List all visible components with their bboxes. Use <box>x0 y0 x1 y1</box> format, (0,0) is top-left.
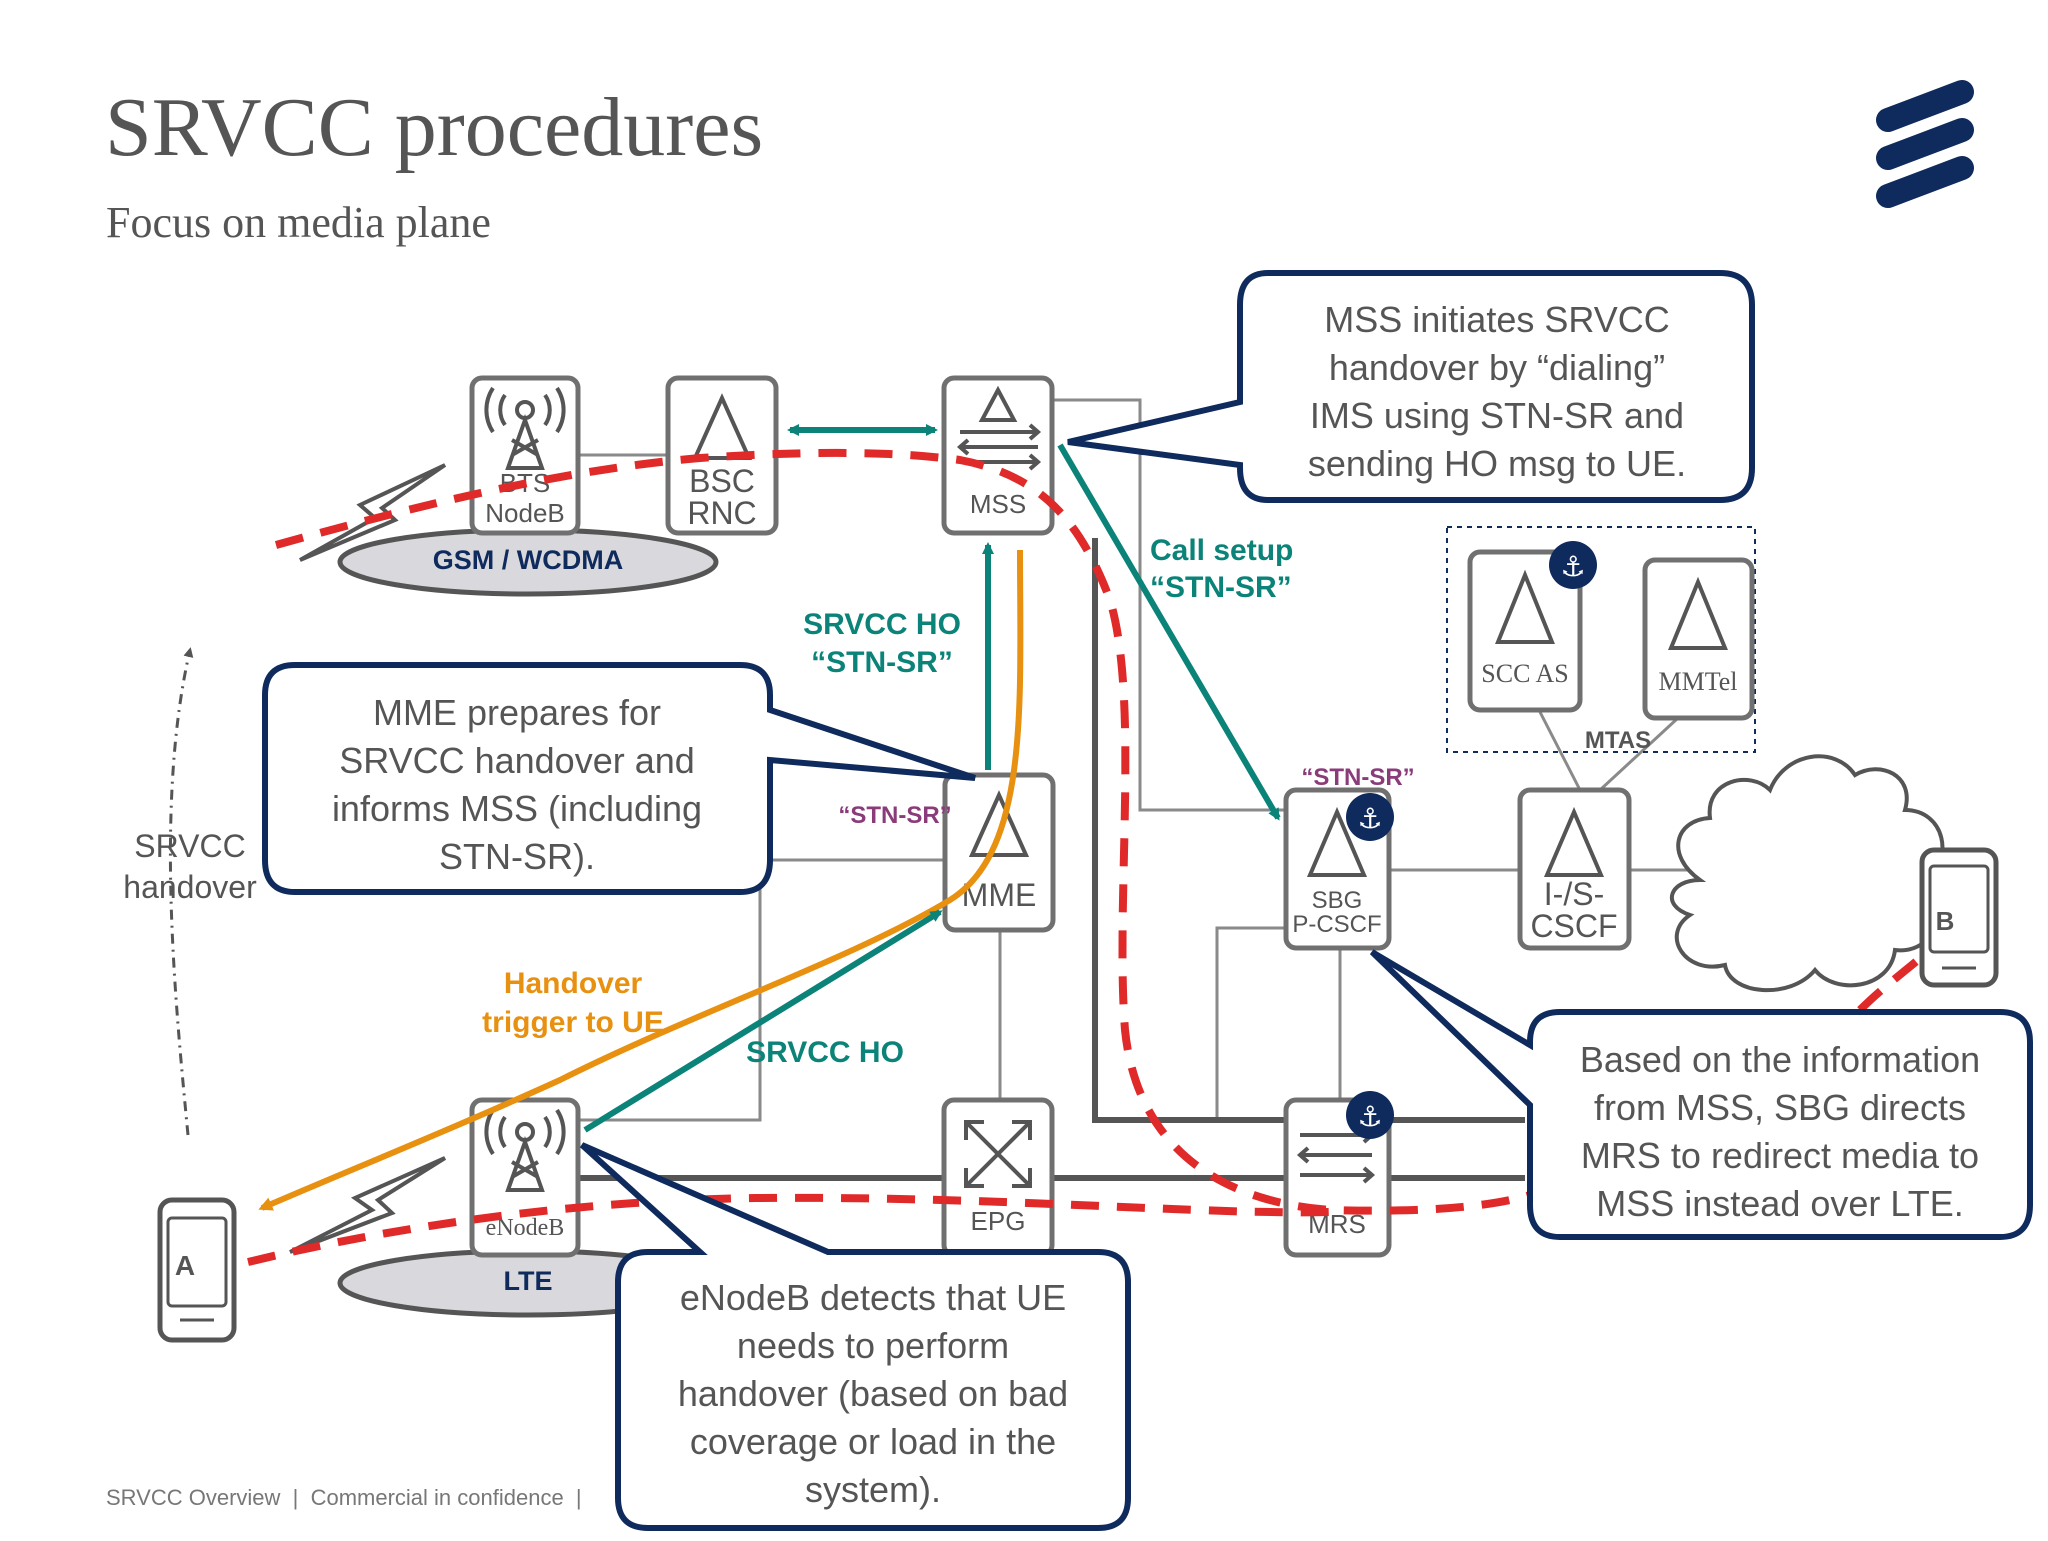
callout-mme-line-3: informs MSS (including <box>332 788 702 829</box>
mss-label: MSS <box>970 489 1026 519</box>
callout-sbg-line-4: MSS instead over LTE. <box>1596 1183 1964 1224</box>
mtas-label: MTAS <box>1585 727 1651 754</box>
phone-a: A <box>157 1197 237 1343</box>
bsc-rnc-node: BSC RNC <box>665 375 779 536</box>
core-bearer-path <box>578 538 1525 1181</box>
callout-mss-line-3: IMS using STN-SR and <box>1310 395 1684 436</box>
lte-area-label: LTE <box>504 1266 553 1296</box>
srvcc-handover-label-2: handover <box>123 869 257 905</box>
mmtel-label: MMTel <box>1658 667 1737 696</box>
anchor-badge <box>1549 541 1597 589</box>
cscf-label-2: CSCF <box>1530 908 1617 944</box>
footer-text: SRVCC Overview | Commercial in confidenc… <box>106 1485 582 1510</box>
page-subtitle: Focus on media plane <box>106 198 491 247</box>
triangle-icon <box>1668 576 1728 650</box>
scc-as-label: SCC AS <box>1481 659 1568 688</box>
callout-mme-line-4: STN-SR). <box>439 836 595 877</box>
mmtel-node: MMTel <box>1642 557 1755 721</box>
enodeb-mme-arrow <box>583 909 943 1133</box>
gsm-area-label: GSM / WCDMA <box>433 545 623 575</box>
anchor-icon: ⚓ <box>1560 551 1585 582</box>
call-setup-label-2: “STN-SR” <box>1150 571 1292 604</box>
triangle-icon <box>691 393 753 460</box>
callout-mme-line-1: MME prepares for <box>373 692 661 733</box>
callout-enodeb-line-5: system). <box>805 1469 941 1510</box>
cscf-node: I-/S- CSCF <box>1517 787 1632 951</box>
stn-sr-mme-label: “STN-SR” <box>838 802 951 829</box>
callout-enodeb-line-1: eNodeB detects that UE <box>680 1277 1066 1318</box>
radio-link-icon <box>289 1156 447 1254</box>
phone-b-label: B <box>1936 906 1955 936</box>
call-setup-arrow <box>1057 443 1281 821</box>
radio-link-icon <box>299 463 447 562</box>
nodeb-label: NodeB <box>485 498 565 528</box>
ericsson-logo-icon <box>1876 80 1974 208</box>
rnc-label: RNC <box>687 495 756 531</box>
media-path <box>247 448 1921 1266</box>
anchor-badge <box>1346 1091 1394 1139</box>
handover-trigger-label-1: Handover <box>504 967 643 1000</box>
anchor-icon: ⚓ <box>1357 1101 1382 1132</box>
callout-sbg: Based on the information from MSS, SBG d… <box>1369 949 2033 1240</box>
handover-trigger-arrow <box>258 549 1024 1211</box>
triangle-icon <box>968 790 1030 857</box>
callout-mme-line-2: SRVCC handover and <box>339 740 695 781</box>
handover-trigger-label-2: trigger to UE <box>482 1006 664 1039</box>
triangle-icon <box>1495 569 1555 644</box>
callout-enodeb: eNodeB detects that UE needs to perform … <box>579 1142 1131 1531</box>
callout-enodeb-line-3: handover (based on bad <box>678 1373 1068 1414</box>
scc-as-node: SCC AS ⚓ <box>1467 541 1597 713</box>
srvcc-ho-bottom-label: SRVCC HO <box>746 1036 904 1069</box>
sbg-pcscf-node: SBG P-CSCF ⚓ <box>1283 787 1394 951</box>
anchor-badge <box>1346 793 1394 841</box>
phone-a-label: A <box>175 1250 195 1281</box>
mtas-group <box>1446 526 1756 753</box>
ims-cloud <box>1669 754 1945 992</box>
call-setup-label-1: Call setup <box>1150 534 1293 567</box>
mobile-phone-icon <box>1919 847 1999 988</box>
bts-nodeb-node: BTS NodeB <box>469 375 581 536</box>
callout-sbg-line-1: Based on the information <box>1580 1039 1980 1080</box>
triangle-icon <box>1306 806 1368 877</box>
srvcc-ho-top-label-1: SRVCC HO <box>803 608 961 641</box>
triangle-icon <box>1543 806 1605 877</box>
epg-node: EPG <box>941 1097 1055 1258</box>
page-title: SRVCC procedures <box>105 81 763 174</box>
callout-mss-line-4: sending HO msg to UE. <box>1308 443 1686 484</box>
sbg-label: SBG <box>1312 887 1363 914</box>
callout-mme: MME prepares for SRVCC handover and info… <box>262 662 976 895</box>
callout-enodeb-line-2: needs to perform <box>737 1325 1009 1366</box>
callout-mss-line-1: MSS initiates SRVCC <box>1324 299 1669 340</box>
bsc-label: BSC <box>689 463 755 499</box>
signalling-arrows <box>583 424 1281 1133</box>
callout-enodeb-line-4: coverage or load in the <box>690 1421 1056 1462</box>
enodeb-node: eNodeB <box>469 1097 581 1258</box>
callout-sbg-line-3: MRS to redirect media to <box>1581 1135 1979 1176</box>
epg-label: EPG <box>971 1206 1026 1236</box>
phone-b: B <box>1919 847 1999 988</box>
mrs-node: MRS ⚓ <box>1283 1091 1394 1258</box>
stn-sr-sbg-label: “STN-SR” <box>1301 764 1414 791</box>
callout-sbg-line-2: from MSS, SBG directs <box>1594 1087 1966 1128</box>
mme-node: MME <box>942 772 1056 933</box>
callout-mss: MSS initiates SRVCC handover by “dialing… <box>1067 270 1755 503</box>
srvcc-ho-top-label-2: “STN-SR” <box>811 646 953 679</box>
antenna-tower-icon <box>484 386 566 470</box>
anchor-icon: ⚓ <box>1357 803 1382 834</box>
pcscf-label: P-CSCF <box>1292 911 1381 938</box>
cross-arrows-icon <box>964 1120 1032 1188</box>
cscf-label-1: I-/S- <box>1544 876 1604 912</box>
mss-node: MSS <box>941 375 1055 536</box>
callout-mss-line-2: handover by “dialing” <box>1329 347 1665 388</box>
srvcc-handover-label-1: SRVCC <box>134 828 245 864</box>
